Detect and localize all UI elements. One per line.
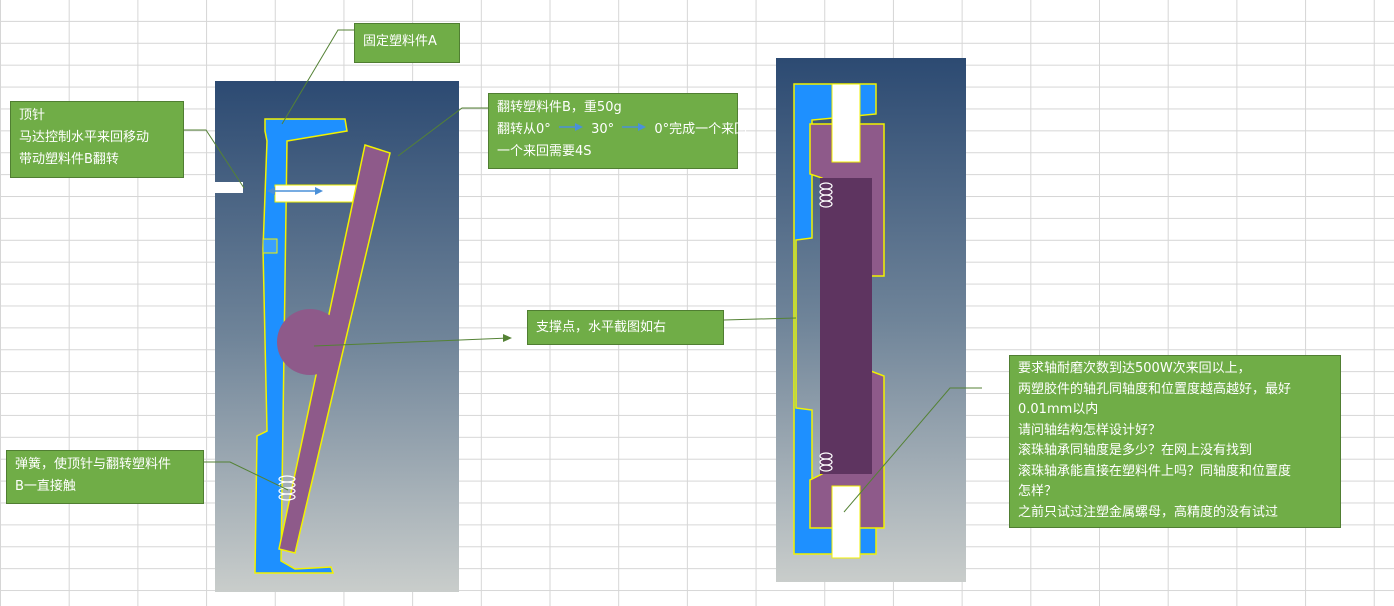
flip-part-b-core (820, 178, 872, 474)
callout-spring: 弹簧，使顶针与翻转塑料件 B一直接触 (6, 450, 204, 504)
callout-question: 要求轴耐磨次数到达500W次来回以上， 两塑胶件的轴孔同轴度和位置度越高越好，最… (1009, 355, 1341, 528)
callout-pin-line1: 顶针 (19, 108, 46, 123)
callout-fixed-part-text: 固定塑料件A (363, 34, 437, 49)
double-arrow-icon (267, 187, 323, 195)
callout-support: 支撑点，水平截图如右 (527, 310, 724, 345)
callout-flip-part: 翻转塑料件B，重50g 翻转从0° 30° 0°完成一个来回 一个来回需要4S (488, 93, 747, 169)
callout-support-text: 支撑点，水平截图如右 (536, 320, 667, 335)
callout-flip-part-line2: 翻转从0° 30° 0°完成一个来回 (497, 119, 747, 141)
question-line-7: 怎样？ (1018, 484, 1058, 499)
flip-angle-end: 0°完成一个来回 (654, 122, 748, 137)
shaft-top (831, 83, 861, 163)
support-pivot (277, 309, 343, 375)
question-line-2: 两塑胶件的轴孔同轴度和位置度越高越好，最好 (1018, 381, 1292, 397)
callout-pin: 顶针 马达控制水平来回移动 带动塑料件B翻转 (10, 101, 184, 178)
callout-fixed-part: 固定塑料件A (354, 23, 460, 63)
question-line-6: 滚珠轴承能直接在塑料件上吗？同轴度和位置度 (1018, 463, 1292, 479)
flip-angle-start: 翻转从0° (497, 122, 551, 137)
fixed-part-a (254, 118, 348, 574)
callout-spring-line2: B一直接触 (15, 479, 76, 494)
leader-support-arrowhead (503, 334, 512, 342)
question-line-8: 之前只试过注塑金属螺母，高精度的没有试过 (1018, 504, 1279, 520)
shaft-bottom (831, 485, 861, 559)
question-line-3: 0.01mm以内 (1018, 402, 1099, 417)
question-line-5: 滚珠轴承同轴度是多少？在网上没有找到 (1018, 443, 1253, 458)
spring-bottom (819, 452, 833, 472)
callout-flip-part-line3: 一个来回需要4S (497, 144, 592, 159)
fixed-part-a-notch (262, 238, 278, 254)
spring-top (819, 182, 833, 208)
callout-pin-line3: 带动塑料件B翻转 (19, 152, 119, 167)
flip-angle-mid: 30° (591, 122, 615, 137)
question-line-1: 要求轴耐磨次数到达500W次来回以上， (1018, 361, 1251, 376)
right-arrow-icon (558, 123, 583, 131)
pin (215, 182, 243, 193)
left-section-view (215, 81, 459, 592)
right-section-view (776, 58, 966, 582)
callout-spring-line1: 弹簧，使顶针与翻转塑料件 (15, 457, 172, 472)
right-arrow-icon (622, 123, 647, 131)
callout-pin-line2: 马达控制水平来回移动 (19, 130, 150, 145)
question-line-4: 请问轴结构怎样设计好？ (1018, 422, 1162, 438)
callout-flip-part-line1: 翻转塑料件B，重50g (497, 100, 622, 115)
